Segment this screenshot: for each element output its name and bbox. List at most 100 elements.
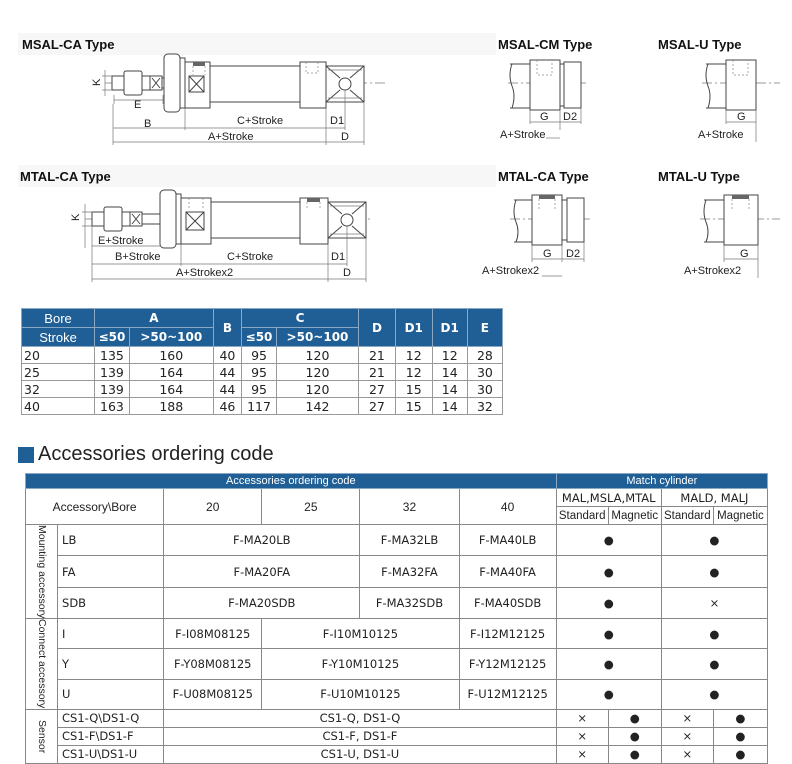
code-cell: F-Y12M12125 xyxy=(458,648,557,680)
value-cell: 21 xyxy=(358,363,396,381)
header-bore-25: 25 xyxy=(261,488,361,525)
dim-c: C+Stroke xyxy=(227,251,273,263)
dim-d: D xyxy=(341,131,349,143)
msal-cm-drawing: G D2 A+Stroke xyxy=(500,59,586,141)
dim-b: B xyxy=(144,118,151,130)
match-mark: ● xyxy=(555,618,662,650)
match-mark: × xyxy=(660,726,714,746)
value-cell: 95 xyxy=(241,346,277,364)
value-cell: 163 xyxy=(94,397,130,415)
group-connect: Connect accessory xyxy=(24,618,59,710)
group-connect-label: Connect accessory xyxy=(36,619,49,709)
dimension-table: Bore A B C D D1 D1 E Stroke ≤50 >50~100 … xyxy=(20,308,504,415)
code-cell: F-MA40LB xyxy=(458,523,557,557)
dim-d2: D2 xyxy=(566,248,580,260)
match-mark: ● xyxy=(555,678,662,710)
code-cell: F-U10M10125 xyxy=(261,678,460,710)
code-cell: F-U08M08125 xyxy=(163,678,263,710)
accessories-section-header: Accessories ordering code xyxy=(18,443,274,466)
header-g2-standard: Standard xyxy=(660,506,714,525)
match-mark: × xyxy=(555,708,609,728)
accessory-name: FA xyxy=(57,555,165,588)
section-square-icon xyxy=(18,446,34,463)
code-cell: CS1-U, DS1-U xyxy=(163,744,557,764)
mtal-u-drawing: G A+Strokex2 xyxy=(684,194,780,278)
dim-k: K xyxy=(70,213,82,221)
value-cell: 21 xyxy=(358,346,396,364)
value-cell: 46 xyxy=(212,397,243,415)
value-cell: 95 xyxy=(241,363,277,381)
code-cell: F-I12M12125 xyxy=(458,618,557,650)
header-d: D xyxy=(358,308,396,347)
match-mark: × xyxy=(660,586,769,620)
value-cell: 28 xyxy=(466,346,504,364)
value-cell: 14 xyxy=(431,397,468,415)
value-cell: 12 xyxy=(394,363,433,381)
dim-d2: D2 xyxy=(563,111,577,123)
group-mounting-label: Mounting accessory xyxy=(36,525,49,619)
header-ordering-code: Accessories ordering code xyxy=(25,473,557,489)
match-mark: ● xyxy=(660,678,769,710)
header-c-gt50: >50~100 xyxy=(275,327,360,347)
dim-g: G xyxy=(737,111,746,123)
header-bore: Bore xyxy=(20,308,96,328)
value-cell: 117 xyxy=(241,397,277,415)
code-cell: F-I10M10125 xyxy=(261,618,460,650)
dim-d1: D1 xyxy=(331,251,345,263)
value-cell: 164 xyxy=(128,363,214,381)
msal-u-title: MSAL-U Type xyxy=(658,37,742,52)
header-a: A xyxy=(94,308,214,328)
dim-a: A+Strokex2 xyxy=(176,267,233,279)
code-cell: F-MA32FA xyxy=(359,555,460,588)
header-bore-20: 20 xyxy=(163,488,263,525)
value-cell: 44 xyxy=(212,380,243,398)
match-mark: × xyxy=(660,708,714,728)
group-mounting: Mounting accessory xyxy=(24,523,59,620)
dim-c: C+Stroke xyxy=(237,115,283,127)
match-mark: ● xyxy=(660,555,769,588)
accessories-section-title: Accessories ordering code xyxy=(38,443,274,465)
code-cell: F-MA20FA xyxy=(163,555,361,588)
value-cell: 15 xyxy=(394,380,433,398)
value-cell: 188 xyxy=(128,397,214,415)
code-cell: F-MA32SDB xyxy=(359,586,460,620)
header-accessory-bore: Accessory\Bore xyxy=(24,488,165,525)
header-c-le50: ≤50 xyxy=(241,327,277,347)
dim-g: G xyxy=(540,111,549,123)
value-cell: 142 xyxy=(275,397,360,415)
dim-e: E xyxy=(134,99,141,111)
value-cell: 95 xyxy=(241,380,277,398)
value-cell: 30 xyxy=(466,380,504,398)
value-cell: 15 xyxy=(394,397,433,415)
msal-u-drawing: G A+Stroke xyxy=(698,59,780,142)
match-mark: ● xyxy=(712,726,769,746)
msal-ca-drawing: K E B C+Stroke D1 A+Stroke D xyxy=(91,53,388,145)
accessory-name: SDB xyxy=(57,586,165,620)
header-b: B xyxy=(212,308,243,347)
dim-d1: D1 xyxy=(330,115,344,127)
code-cell: F-Y10M10125 xyxy=(261,648,460,680)
value-cell: 139 xyxy=(94,363,130,381)
value-cell: 164 xyxy=(128,380,214,398)
header-stroke: Stroke xyxy=(20,327,96,347)
accessory-name: I xyxy=(57,618,165,650)
value-cell: 120 xyxy=(275,346,360,364)
match-mark: ● xyxy=(660,523,769,557)
value-cell: 27 xyxy=(358,397,396,415)
accessory-name: Y xyxy=(57,648,165,680)
header-e: E xyxy=(466,308,504,347)
value-cell: 135 xyxy=(94,346,130,364)
value-cell: 120 xyxy=(275,380,360,398)
match-mark: × xyxy=(660,744,714,764)
dim-a: A+Strokex2 xyxy=(684,265,741,277)
bore-cell: 25 xyxy=(20,363,96,381)
